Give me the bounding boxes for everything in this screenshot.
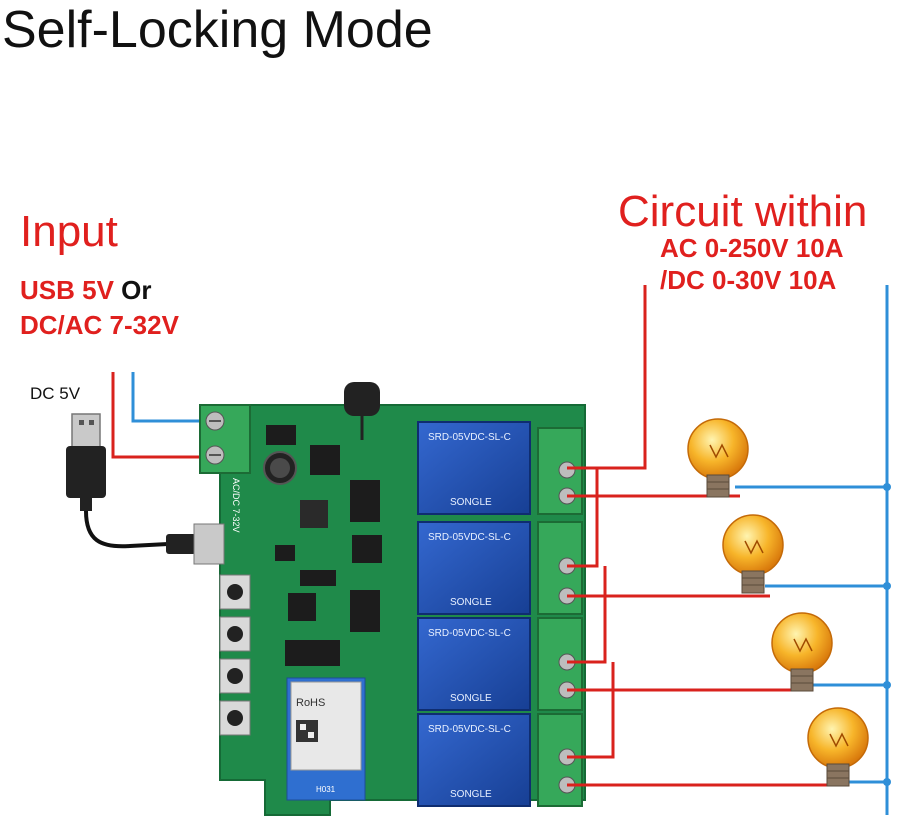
input-usb-label: USB 5V bbox=[20, 275, 114, 305]
input-heading: Input bbox=[20, 207, 118, 256]
relay-4-model: SRD-05VDC-SL-C bbox=[428, 724, 511, 735]
wifi-module: RoHS H031 bbox=[286, 677, 366, 801]
relay-board: AC/DC 7-32V bbox=[193, 382, 586, 816]
light-bulb-icon bbox=[687, 418, 869, 787]
push-buttons bbox=[219, 574, 251, 736]
relay-4-brand: SONGLE bbox=[450, 789, 492, 800]
circuit-heading: Circuit within bbox=[618, 187, 868, 236]
input-blue-wire bbox=[131, 372, 212, 423]
module-rohs-mark: RoHS bbox=[296, 697, 325, 709]
bulb-2 bbox=[722, 514, 784, 594]
terminal-voltage-label: AC/DC 7-32V bbox=[231, 478, 241, 533]
input-voltage-usb: USB 5V Or bbox=[20, 274, 152, 306]
relay-3-brand: SONGLE bbox=[450, 693, 492, 704]
bulb-4 bbox=[807, 707, 869, 787]
relay-1: SRD-05VDC-SL-C SONGLE bbox=[417, 421, 531, 515]
circuit-dc-rating: /DC 0-30V 10A bbox=[660, 265, 837, 295]
module-id-label: H031 bbox=[316, 785, 336, 794]
output-terminals bbox=[537, 427, 583, 807]
usb-plug-icon bbox=[66, 413, 206, 554]
input-red-wire bbox=[111, 372, 212, 459]
bulb-3 bbox=[771, 612, 833, 692]
circuit-ac-rating: AC 0-250V 10A bbox=[660, 233, 844, 263]
relay-4: SRD-05VDC-SL-C SONGLE bbox=[417, 713, 531, 807]
input-or-label: Or bbox=[113, 275, 152, 305]
live-wires bbox=[567, 285, 835, 787]
relay-2: SRD-05VDC-SL-C SONGLE bbox=[417, 521, 531, 615]
antenna-icon bbox=[344, 382, 380, 440]
page-title: Self-Locking Mode bbox=[2, 1, 433, 59]
dc-5v-label: DC 5V bbox=[30, 384, 81, 403]
relay-icon: SRD-05VDC-SL-C SONGLE SRD-05VDC-SL-C SON… bbox=[417, 421, 531, 807]
relay-1-brand: SONGLE bbox=[450, 497, 492, 508]
rail-junctions bbox=[883, 483, 891, 786]
relay-2-model: SRD-05VDC-SL-C bbox=[428, 532, 511, 543]
bulb-1 bbox=[687, 418, 749, 498]
input-voltage-dcac: DC/AC 7-32V bbox=[20, 310, 179, 340]
relay-3: SRD-05VDC-SL-C SONGLE bbox=[417, 617, 531, 711]
relay-1-model: SRD-05VDC-SL-C bbox=[428, 432, 511, 443]
relay-2-brand: SONGLE bbox=[450, 597, 492, 608]
relay-3-model: SRD-05VDC-SL-C bbox=[428, 628, 511, 639]
